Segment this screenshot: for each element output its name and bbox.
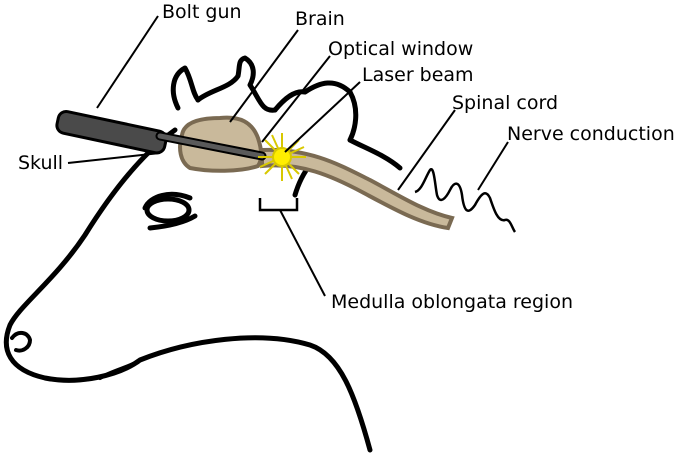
label-nerve-conduction: Nerve conduction [507,123,675,145]
bolt-gun [55,109,267,161]
eye [144,196,192,224]
leader-lines [67,15,509,297]
label-spinal-cord: Spinal cord [452,92,558,114]
mouth [98,360,140,380]
nostril [10,331,32,353]
left-ear [195,55,278,113]
nerve-waveform [414,167,517,233]
label-bolt-gun: Bolt gun [162,1,242,23]
label-brain: Brain [295,8,345,30]
medulla-bracket [258,198,299,212]
eye-lid [147,213,198,231]
label-laser-beam: Laser beam [362,64,474,86]
ear-lower [347,137,403,171]
left-horn [170,65,201,111]
face-outline [3,127,373,453]
spinal-cord [260,147,455,231]
label-skull: Skull [18,152,63,174]
label-medulla: Medulla oblongata region [331,291,573,313]
right-ear [272,80,359,143]
label-optical-window: Optical window [328,38,473,60]
